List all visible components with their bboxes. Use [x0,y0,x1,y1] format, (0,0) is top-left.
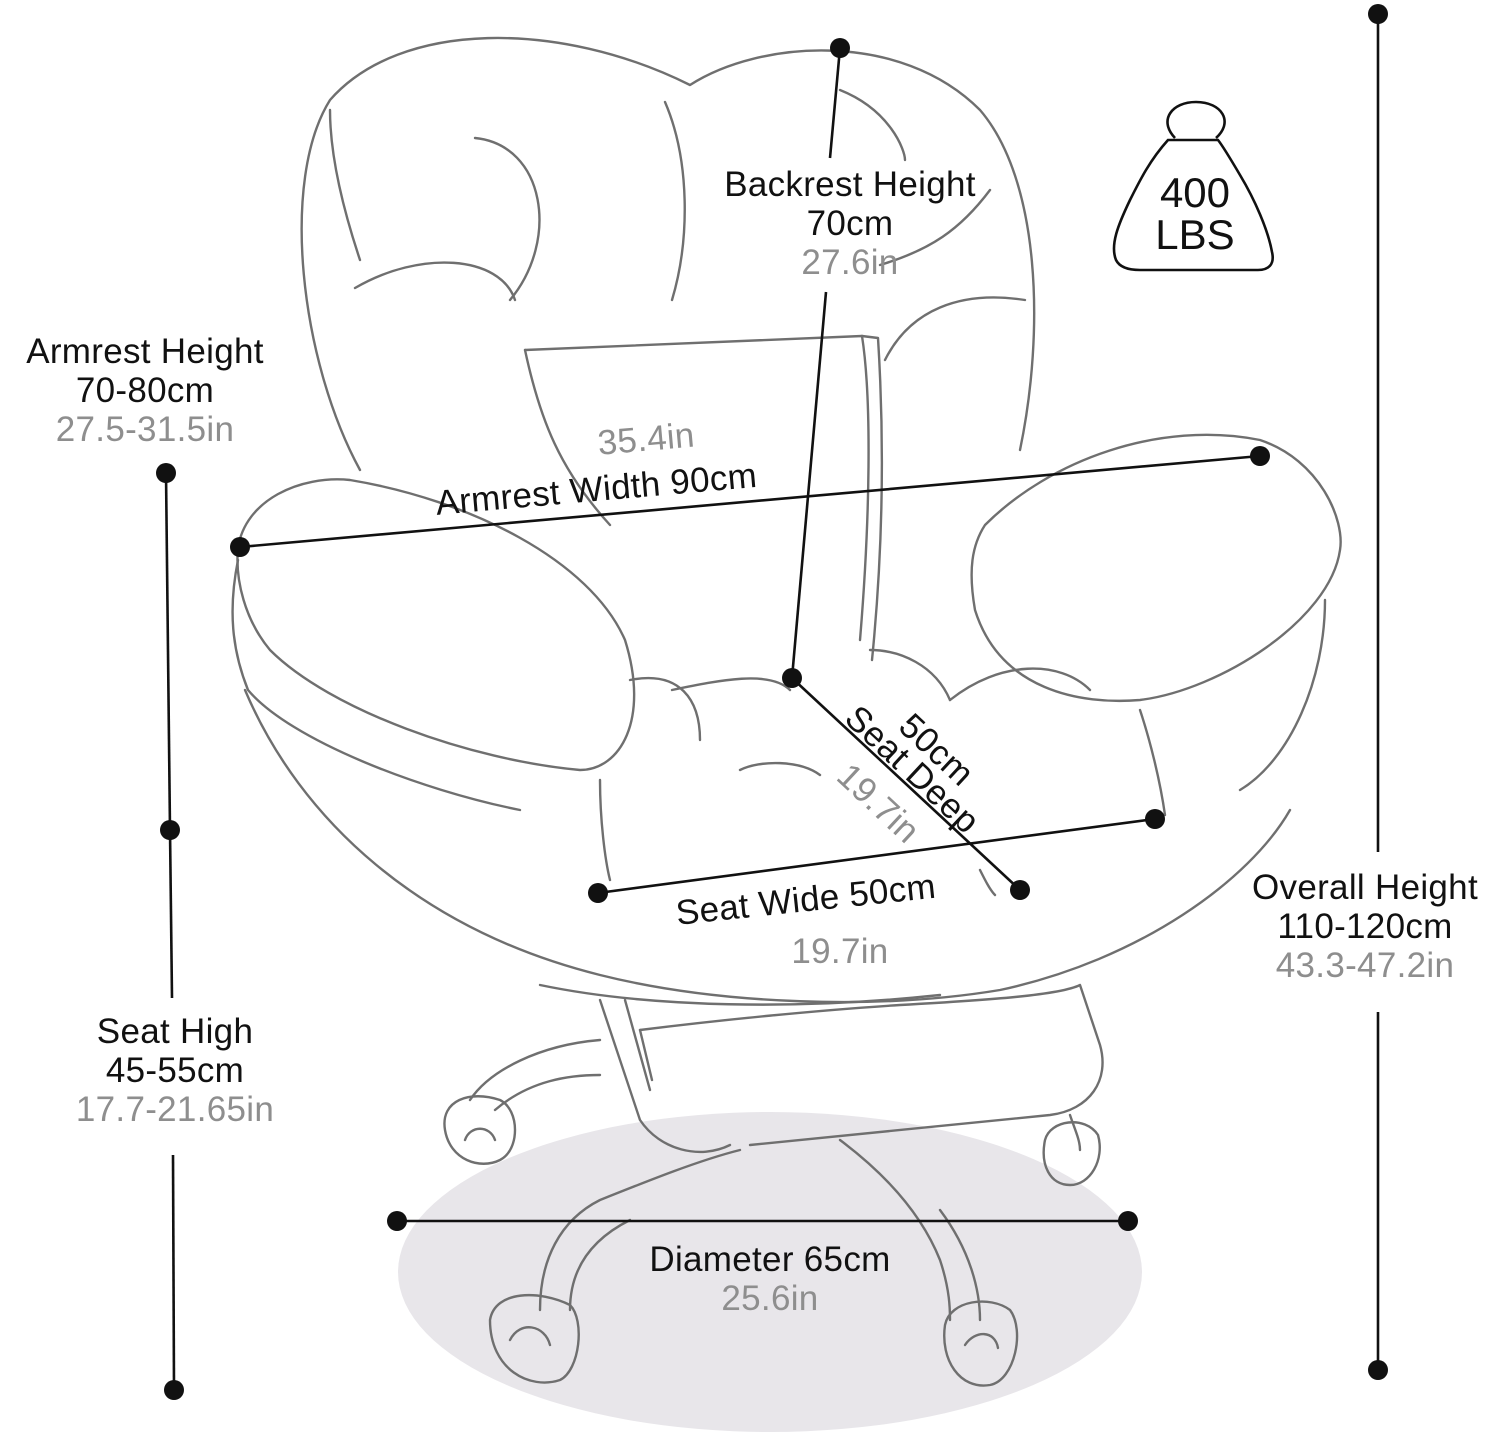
seat-wide-inch: 19.7in [791,932,889,971]
dimension-lines [164,14,1380,1391]
overall-height-top-dot [1368,4,1388,24]
armrest-height-line [164,472,172,831]
backrest-height-inch: 27.6in [801,243,899,283]
armrest-width-line [239,454,1261,549]
seat-high-bottom-dot [164,1380,184,1400]
seat-wide-right-dot [1145,809,1165,829]
seat-wide-inch-label: 19.7in [740,932,940,971]
diameter-right-dot [1118,1211,1138,1231]
dimension-endpoints [156,4,1388,1400]
diameter-left-dot [387,1211,407,1231]
backrest-height-title: Backrest Height [724,165,976,204]
seat-deep-front-dot [1010,880,1030,900]
overall-height-label: Overall Height 110-120cm 43.3-47.2in [1230,868,1500,986]
armrest-width-inch: 35.4in [596,415,697,463]
seat-deep-line [791,677,1021,891]
seat-high-cm: 45-55cm [105,1051,245,1091]
overall-height-bottom-dot [1368,1360,1388,1380]
backrest-bottom-dot [782,668,802,688]
armrest-height-label: Armrest Height 70-80cm 27.5-31.5in [0,332,290,450]
diameter-title: Diameter 65cm [649,1240,891,1279]
backrest-top-dot [830,38,850,58]
seat-high-line-top [168,829,174,999]
armrest-width-left-dot [230,537,250,557]
armrest-width-right-dot [1250,446,1270,466]
overall-height-title: Overall Height [1252,868,1478,907]
armrest-height-top-dot [156,463,176,483]
overall-height-cm: 110-120cm [1277,907,1453,947]
overall-height-inch: 43.3-47.2in [1275,946,1455,986]
seat-wide-line [597,817,1156,895]
backrest-height-label: Backrest Height 70cm 27.6in [700,165,1000,283]
seat-wide-left-dot [588,883,608,903]
diameter-inch: 25.6in [721,1279,819,1319]
seat-high-line-bottom [171,1154,176,1391]
chair-sketch [231,36,1342,1387]
weight-capacity-label: 400 LBS [1130,172,1260,256]
seat-high-inch: 17.7-21.65in [75,1090,275,1130]
armrest-height-bottom-dot [160,820,180,840]
floor-shadow [398,1112,1142,1432]
armrest-height-title: Armrest Height [26,332,264,371]
armrest-height-inch: 27.5-31.5in [55,410,235,450]
weight-unit: LBS [1155,211,1235,258]
weight-number: 400 [1159,169,1231,216]
backrest-height-line-bottom [790,291,828,679]
backrest-height-line-top [828,47,842,159]
seat-high-title: Seat High [96,1012,254,1051]
seat-high-label: Seat High 45-55cm 17.7-21.65in [40,1012,310,1130]
diameter-label: Diameter 65cm 25.6in [610,1240,930,1318]
armrest-height-cm: 70-80cm [75,371,215,411]
backrest-height-cm: 70cm [806,204,894,244]
weight-icon [1112,100,1274,272]
